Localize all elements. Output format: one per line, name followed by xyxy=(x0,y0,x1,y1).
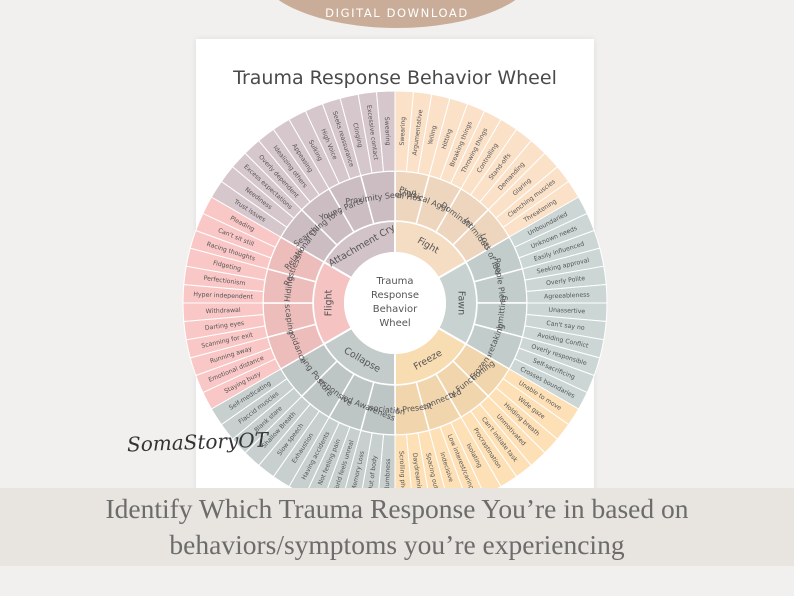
outer-ring-label: Unassertive xyxy=(548,307,585,316)
sector-name-label: Flight xyxy=(324,289,335,316)
outer-ring-label: Swearing xyxy=(383,117,391,146)
caption-line-1: Identify Which Trauma Response You’re in… xyxy=(105,493,689,524)
outer-ring-label: Withdrawal xyxy=(206,307,241,316)
outer-ring-label: Yelling xyxy=(427,125,438,147)
center-label-line: Wheel xyxy=(379,318,410,329)
signature-watermark: SomaStoryOT xyxy=(126,427,269,457)
outer-ring-label: Out of body xyxy=(367,455,379,492)
outer-ring-label: Scrolling phone xyxy=(397,451,406,499)
center-label-line: Trauma xyxy=(375,276,413,287)
center-label-line: Response xyxy=(371,290,419,301)
banner-label: DIGITAL DOWNLOAD xyxy=(325,6,469,20)
mid-ring-label: Hiding xyxy=(283,276,295,303)
center-label-line: Behavior xyxy=(373,304,418,315)
sector-name-label: Fawn xyxy=(456,291,467,315)
caption-line-2: behaviors/symptoms you’re experiencing xyxy=(169,529,625,560)
outer-ring-label: Swearing xyxy=(399,117,407,146)
caption-band: Identify Which Trauma Response You’re in… xyxy=(0,488,794,566)
sector-outer-segment xyxy=(375,90,396,173)
wheel-title: Trauma Response Behavior Wheel xyxy=(233,67,557,89)
outer-ring-label: Hyper independent xyxy=(193,291,253,301)
outer-ring-label: Agreeableness xyxy=(544,292,590,301)
outer-ring-label: Can't say no xyxy=(546,320,585,332)
outer-ring-label: Numbness xyxy=(384,458,392,491)
wheel-center xyxy=(344,252,446,354)
